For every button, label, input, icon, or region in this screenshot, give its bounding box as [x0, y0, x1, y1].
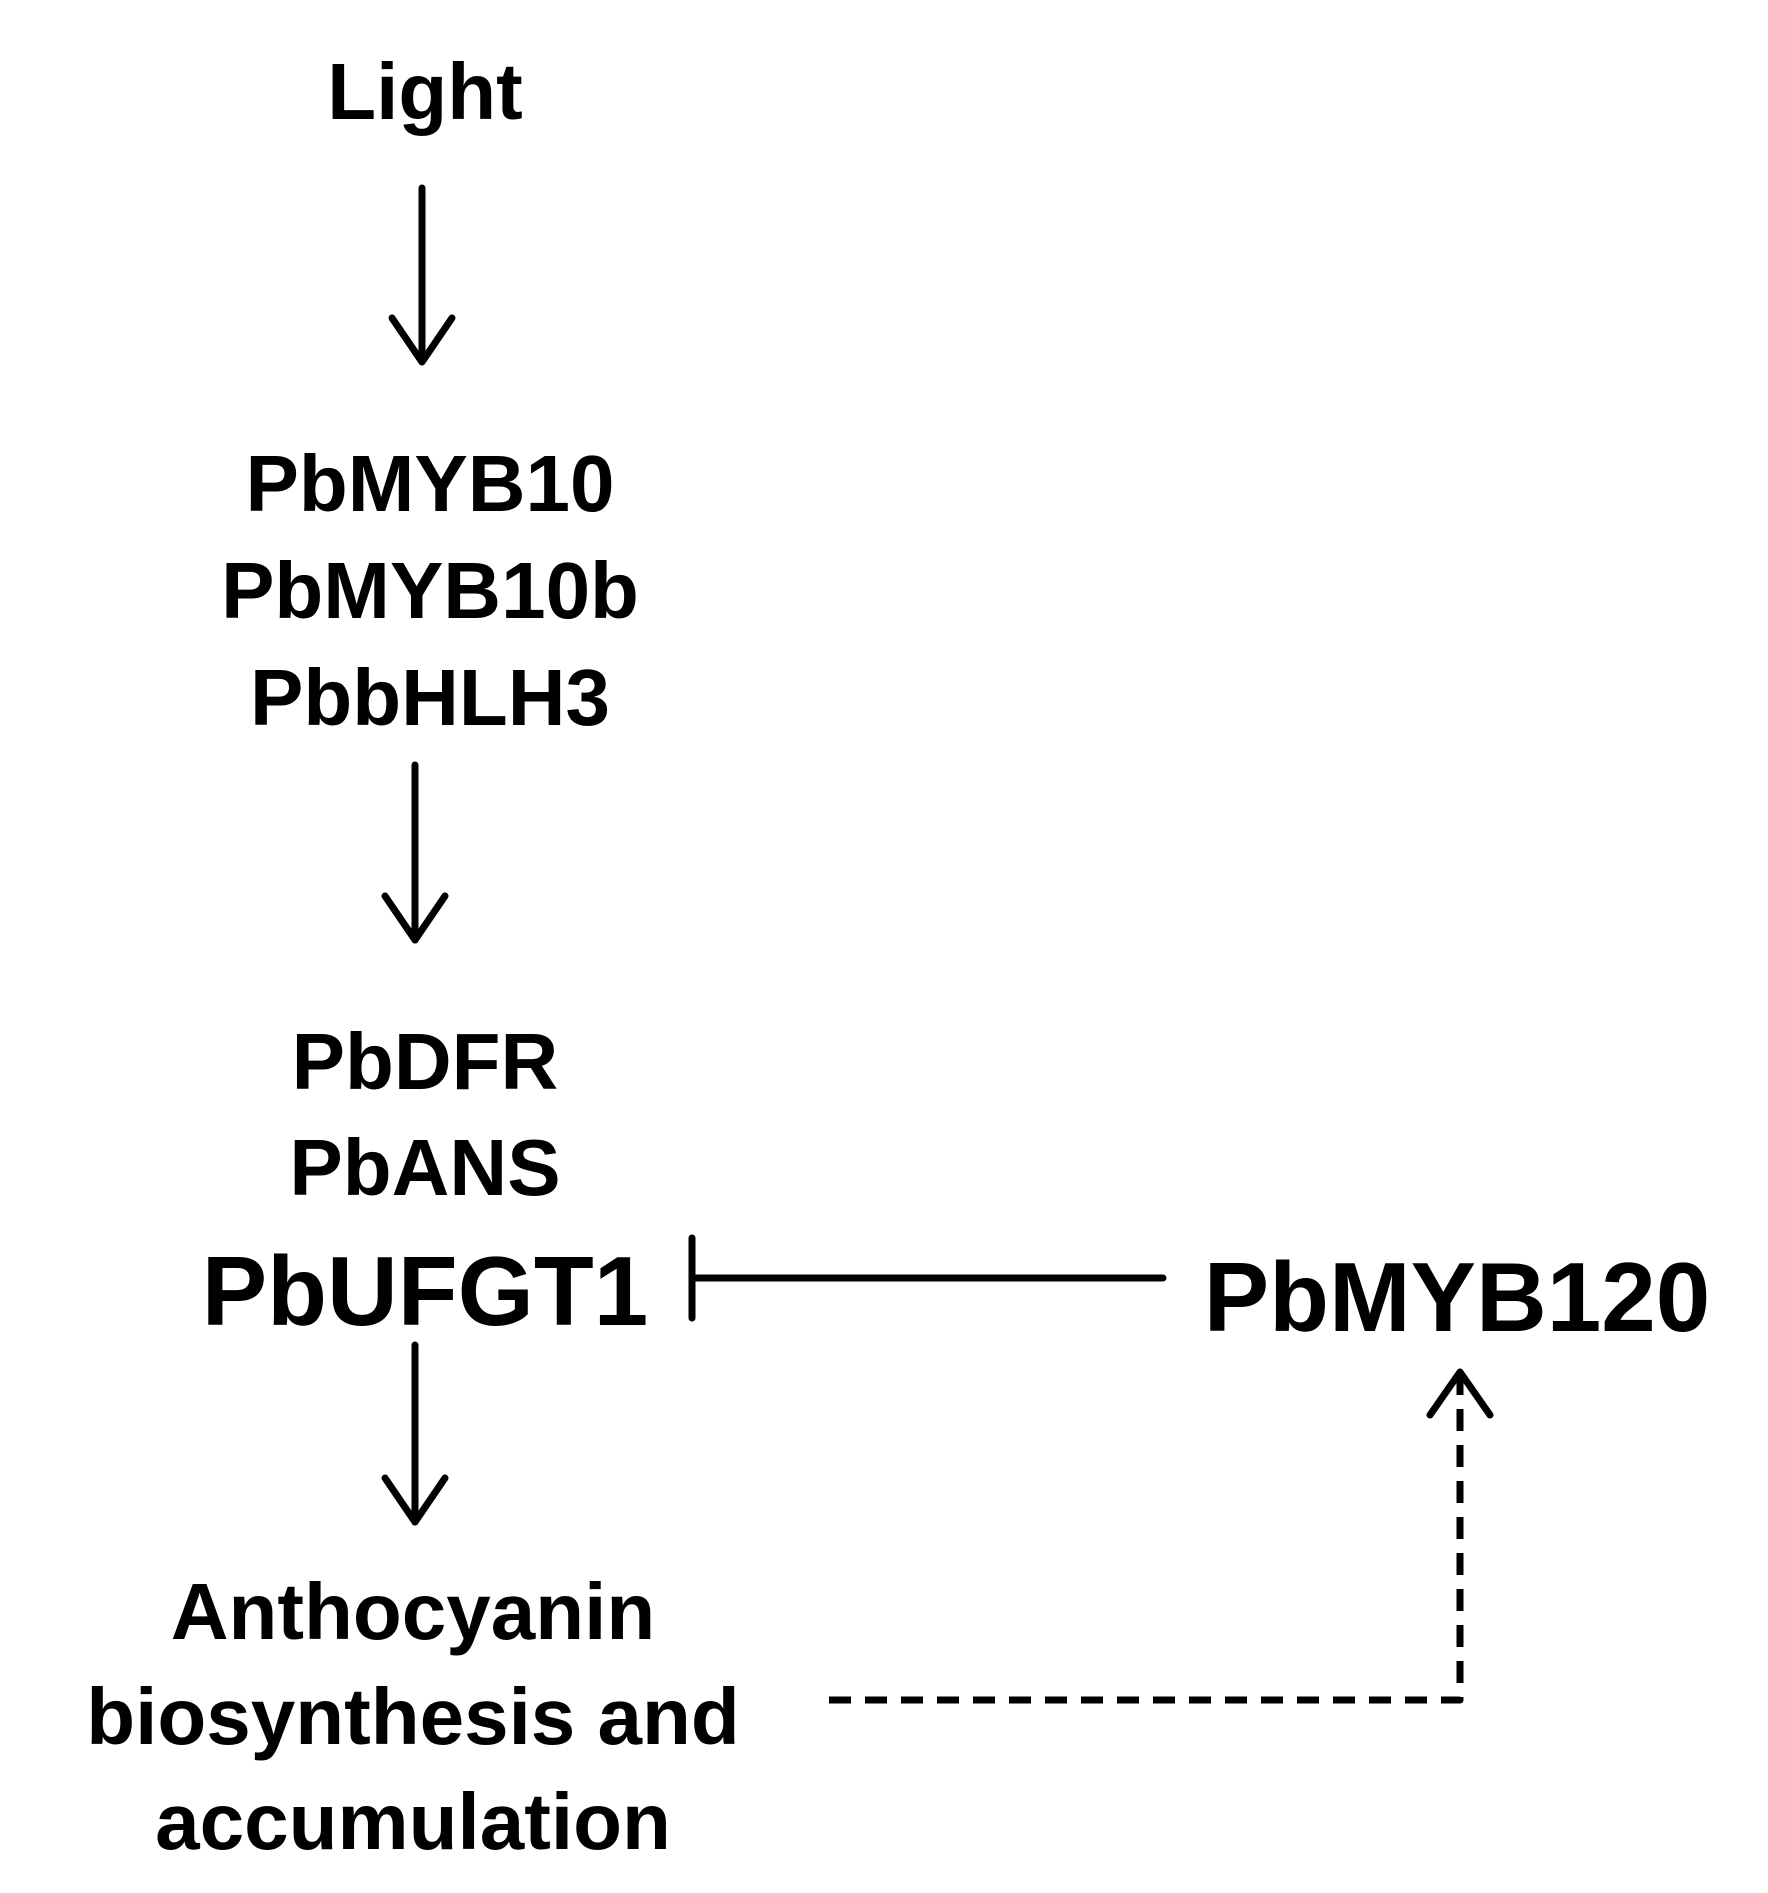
arrow-tf-to-structural: [381, 761, 449, 944]
node-anthocyanin-line1: Anthocyanin: [170, 1567, 656, 1656]
dashed-feedback-anthocyanin-to-pbmyb120: [829, 1368, 1494, 1704]
arrow-structural-to-anthocyanin: [381, 1341, 449, 1526]
node-pbmyb10: PbMYB10: [245, 439, 615, 528]
node-pbmyb120: PbMYB120: [1203, 1242, 1711, 1352]
node-pbans: PbANS: [289, 1123, 561, 1212]
node-pbufgt1: PbUFGT1: [201, 1236, 649, 1346]
inhibition-pbmyb120-to-pbufgt1: [688, 1234, 1167, 1322]
node-pbmyb10b: PbMYB10b: [221, 546, 639, 635]
arrow-light-to-tf: [388, 184, 456, 366]
node-light: Light: [327, 47, 523, 136]
node-anthocyanin-line2: biosynthesis and: [86, 1672, 740, 1761]
node-pbdfr: PbDFR: [291, 1017, 559, 1106]
node-anthocyanin-line3: accumulation: [155, 1777, 671, 1866]
node-pbbhlh3: PbbHLH3: [250, 653, 610, 742]
